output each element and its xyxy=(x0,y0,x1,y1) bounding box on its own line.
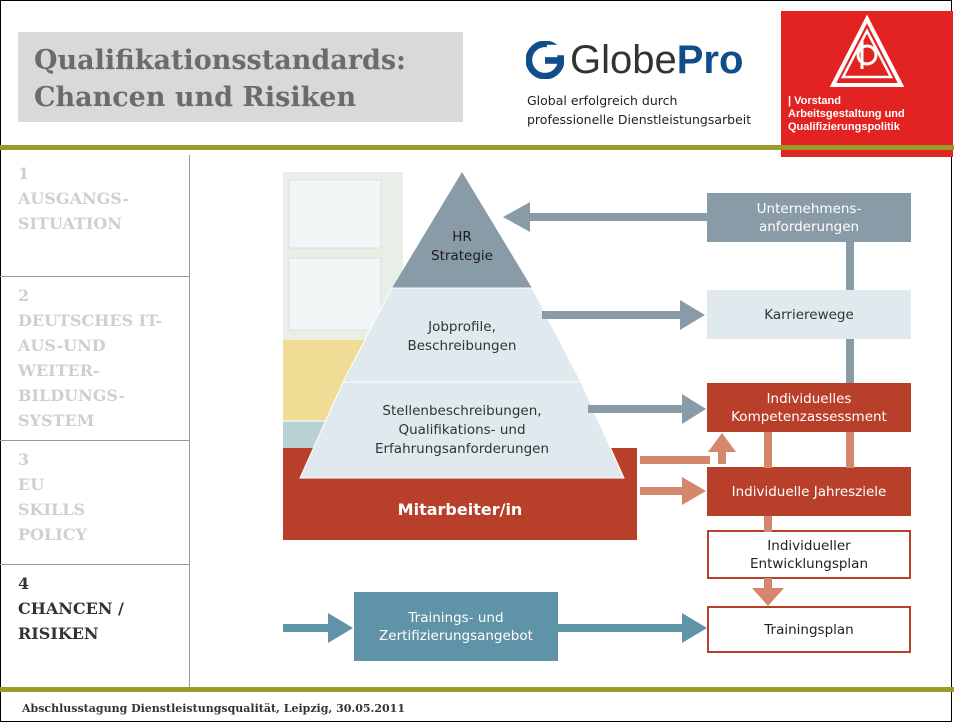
logo-name-part1: Globe xyxy=(570,38,677,82)
title-box xyxy=(18,32,463,122)
pyramid-middle-label: Jobprofile, Beschreibungen xyxy=(407,319,517,354)
pyramid-top-label: HR Strategie xyxy=(431,229,493,264)
box-trainingsplan xyxy=(707,606,911,653)
box-karrierewege xyxy=(707,290,911,339)
globepro-logo: GlobePro xyxy=(526,38,743,83)
arrow-right-to-trainingsplan-icon xyxy=(682,613,707,643)
arrow-right-to-jahresziele-icon xyxy=(682,477,706,505)
arrow-right-to-karrierewege-icon xyxy=(680,300,705,330)
footer-text: Abschlusstagung Dienstleistungsqualität,… xyxy=(22,702,405,715)
connector-vertical xyxy=(764,432,772,468)
connector-vertical xyxy=(846,339,854,383)
page-title: Qualifikationsstandards: Chancen und Ris… xyxy=(34,45,407,113)
connector-vertical xyxy=(846,242,854,290)
employee-label: Mitarbeiter/in xyxy=(397,500,523,519)
background-panel-tile xyxy=(288,179,382,249)
box-trainingsplan-label: Trainingsplan xyxy=(764,621,854,638)
connector-vertical xyxy=(764,516,772,532)
arrow-shaft xyxy=(588,405,686,413)
arrow-right-to-assessment-icon xyxy=(682,394,706,424)
header-divider xyxy=(0,145,954,150)
box-unternehmensanforderungen xyxy=(707,193,911,242)
arrow-up-to-assessment-icon xyxy=(708,433,736,452)
background-panel-tile xyxy=(288,257,382,331)
sidebar-item-chancen-risiken[interactable]: 4 CHANCEN / RISIKEN xyxy=(18,574,124,643)
box-entwicklungsplan-label: Individueller Entwicklungsplan xyxy=(749,537,869,572)
sidebar-item-eu-skills-policy[interactable]: 3 EU SKILLS POLICY xyxy=(0,441,190,565)
sidebar: 1 AUSGANGS- SITUATION 2 DEUTSCHES IT- AU… xyxy=(0,155,190,687)
logo-name-part2: Pro xyxy=(676,38,744,82)
igmetall-org-text: | Vorstand Arbeitsgestaltung und Qualifi… xyxy=(788,95,905,133)
arrow-right-to-trainingsangebot-icon xyxy=(328,613,353,643)
arrow-shaft xyxy=(283,624,333,632)
box-kompetenzassessment-label: Individuelles Kompetenzassessment xyxy=(731,390,887,425)
globepro-logo-icon xyxy=(526,41,564,79)
pyramid-top xyxy=(392,172,532,288)
igmetall-emblem-icon xyxy=(829,14,905,87)
igmetall-logo-panel xyxy=(781,11,953,157)
connector-vertical xyxy=(846,432,854,468)
arrow-shaft xyxy=(718,446,726,464)
arrow-shaft xyxy=(542,311,684,319)
arrow-shaft xyxy=(558,624,686,632)
sidebar-item-ausgangssituation[interactable]: 1 AUSGANGS- SITUATION xyxy=(0,155,190,277)
arrow-shaft xyxy=(640,456,710,464)
box-jahresziele xyxy=(707,467,911,516)
box-trainingsangebot xyxy=(354,592,558,661)
arrow-down-to-trainingsplan-icon xyxy=(752,588,784,606)
box-unternehmensanforderungen-label: Unternehmens- anforderungen xyxy=(756,200,862,235)
box-kompetenzassessment xyxy=(707,383,911,432)
pyramid-bottom-label: Stellenbeschreibungen, Qualifikations- u… xyxy=(374,403,550,457)
footer-divider xyxy=(0,687,954,692)
arrow-left-to-hr-icon xyxy=(503,202,530,232)
box-entwicklungsplan xyxy=(707,530,911,579)
arrow-shaft xyxy=(525,213,707,221)
box-trainingsangebot-label: Trainings- und Zertifizierungsangebot xyxy=(379,609,533,644)
sidebar-item-deutsches-it-system[interactable]: 2 DEUTSCHES IT- AUS-UND WEITER- BILDUNGS… xyxy=(0,277,190,441)
arrow-shaft xyxy=(640,487,685,495)
pyramid-bottom xyxy=(299,381,625,479)
box-karrierewege-label: Karrierewege xyxy=(764,306,854,323)
connector-vertical xyxy=(764,578,772,592)
box-jahresziele-label: Individuelle Jahresziele xyxy=(731,483,887,500)
logo-tagline: Global erfolgreich durch professionelle … xyxy=(527,93,752,127)
